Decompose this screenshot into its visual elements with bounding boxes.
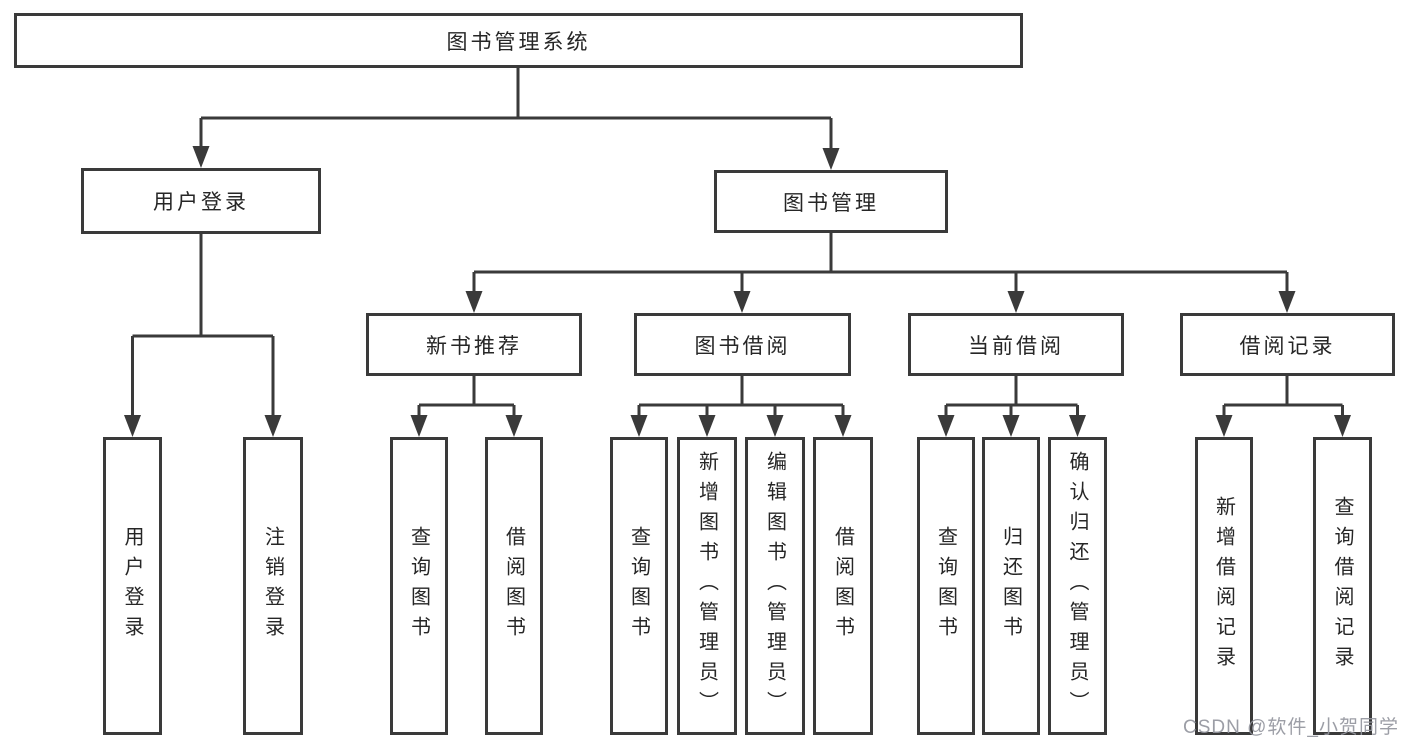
node-user-login: 用户登录 xyxy=(81,168,321,234)
node-book-management: 图书管理 xyxy=(714,170,948,233)
leaf-add-books-admin: 新增图书（管理员） xyxy=(677,437,737,735)
leaf-edit-books-admin: 编辑图书（管理员） xyxy=(745,437,805,735)
leaf-logout: 注销登录 xyxy=(243,437,303,735)
leaf-query-books-recommend: 查询图书 xyxy=(390,437,448,735)
node-new-book-recommendation: 新书推荐 xyxy=(366,313,582,376)
leaf-borrow-books-recommend: 借阅图书 xyxy=(485,437,543,735)
node-borrowing-records: 借阅记录 xyxy=(1180,313,1395,376)
node-root-system: 图书管理系统 xyxy=(14,13,1023,68)
leaf-borrow-books-borrowing: 借阅图书 xyxy=(813,437,873,735)
leaf-return-books: 归还图书 xyxy=(982,437,1040,735)
leaf-add-borrow-record: 新增借阅记录 xyxy=(1195,437,1253,735)
node-book-borrowing: 图书借阅 xyxy=(634,313,851,376)
leaf-query-books-current: 查询图书 xyxy=(917,437,975,735)
leaf-query-borrow-record: 查询借阅记录 xyxy=(1313,437,1372,735)
leaf-query-books-borrowing: 查询图书 xyxy=(610,437,668,735)
leaf-confirm-return-admin: 确认归还（管理员） xyxy=(1048,437,1107,735)
node-current-borrowing: 当前借阅 xyxy=(908,313,1124,376)
watermark-text: CSDN @软件_小贺同学 xyxy=(1183,717,1399,738)
leaf-user-login: 用户登录 xyxy=(103,437,162,735)
